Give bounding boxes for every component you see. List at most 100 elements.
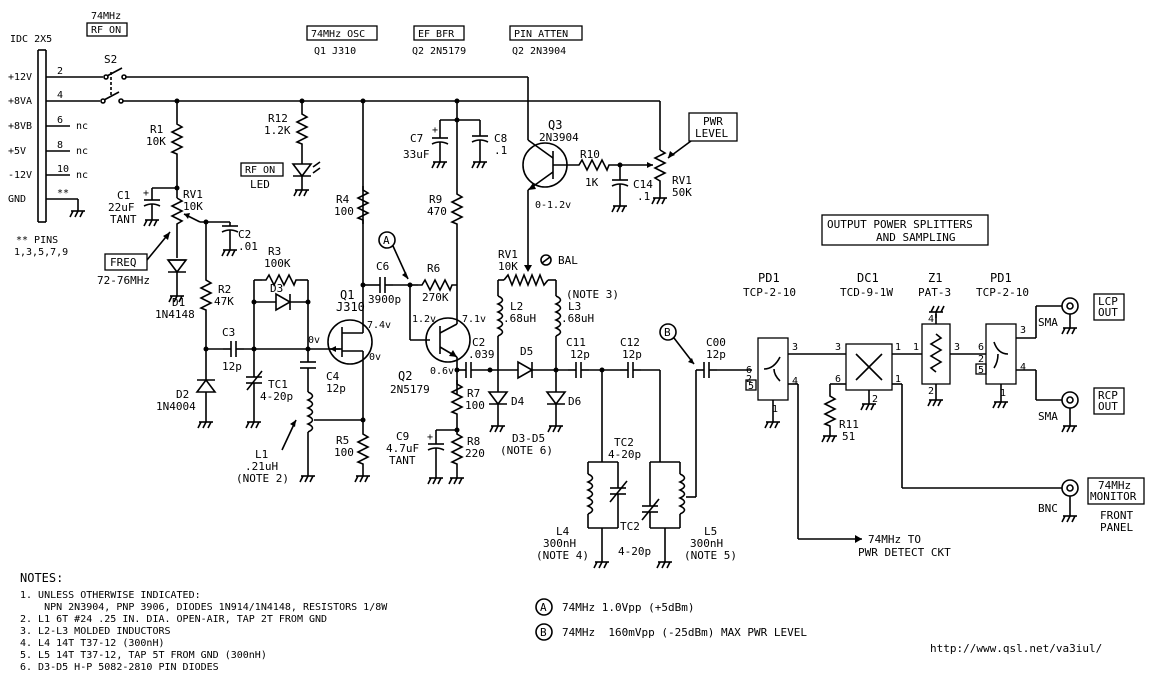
notes-title: NOTES:	[20, 571, 63, 585]
svg-text:1: 1	[895, 374, 901, 385]
rv1-bal-label: RV1	[498, 248, 518, 261]
sma2-label: SMA	[1038, 410, 1058, 423]
r6-label: R6	[427, 262, 440, 275]
svg-text:3: 3	[792, 342, 798, 353]
q1-gate-volt: 0v	[308, 335, 320, 346]
pwr-level-1: PWR	[703, 115, 723, 128]
osc-box-label: 74MHz OSC	[311, 29, 365, 40]
q3-emitter-volt: 0-1.2v	[535, 200, 571, 211]
l2-label: L2	[510, 300, 523, 313]
c00-value: 12p	[706, 348, 726, 361]
d3d5-label: D3-D5	[512, 432, 545, 445]
lcp-sma-connector	[1061, 297, 1079, 315]
svg-text:5: 5	[748, 381, 754, 392]
rf-on-box	[86, 22, 128, 37]
note-line-7: 6. D3-D5 H-P 5082-2810 PIN DIODES	[20, 662, 219, 673]
c7-value: 33uF	[403, 148, 430, 161]
note-line-4: 3. L2-L3 MOLDED INDUCTORS	[20, 626, 171, 637]
pd1-value: TCP-2-10	[743, 286, 796, 299]
freq-range: 72-76MHz	[97, 274, 150, 287]
pwr-level-box	[688, 112, 738, 142]
svg-text:2: 2	[872, 394, 878, 405]
conn-pin-6: 6	[57, 115, 63, 126]
svg-text:2: 2	[746, 374, 752, 385]
rf-on-box-label: RF ON	[91, 25, 121, 36]
r1-value: 10K	[146, 135, 166, 148]
r8-label: R8	[467, 435, 480, 448]
q2-collector-volt: 7.1v	[462, 314, 486, 325]
tc2a-value: 4-20p	[608, 448, 641, 461]
c4-label: C4	[326, 370, 340, 383]
l1-value: .21uH	[245, 460, 278, 473]
c3-label: C3	[222, 326, 235, 339]
marker-a-label: A	[383, 234, 390, 247]
c11-label: C11	[566, 336, 586, 349]
switch-freq-label: 74MHz	[91, 11, 121, 22]
bal-adjust-icon	[540, 254, 552, 266]
c2b-value: .039	[468, 348, 495, 361]
r10-value: 1K	[585, 176, 599, 189]
svg-text:4: 4	[928, 314, 934, 325]
c6-value: 3900p	[368, 293, 401, 306]
d1-value: 1N4148	[155, 308, 195, 321]
atten-box	[509, 25, 583, 41]
d1-label: D1	[172, 296, 185, 309]
note-line-2: NPN 2N3904, PNP 3906, DIODES 1N914/1N414…	[20, 602, 388, 613]
conn-row-12v: +12V	[8, 72, 32, 83]
c1-type: TANT	[110, 213, 137, 226]
rv1-pwr-pot	[653, 149, 667, 192]
led-label: LED	[250, 178, 270, 191]
c11-value: 12p	[570, 348, 590, 361]
c3-value: 12p	[222, 360, 242, 373]
d2-value: 1N4004	[156, 400, 196, 413]
c2a-value: .01	[238, 240, 258, 253]
q1-transistor	[327, 319, 373, 365]
r5-label: R5	[336, 434, 349, 447]
c12-value: 12p	[622, 348, 642, 361]
splitters-box	[821, 214, 989, 246]
r1-label: R1	[150, 123, 163, 136]
conn-nc-10: nc	[76, 170, 88, 181]
bal-label: BAL	[558, 254, 578, 267]
d2-label: D2	[176, 388, 189, 401]
freq-label: FREQ	[110, 256, 137, 269]
level-a-marker	[535, 598, 553, 616]
r12-value: 1.2K	[264, 124, 291, 137]
note3-label: (NOTE 3)	[566, 288, 619, 301]
conn-row-8vb: +8VB	[8, 121, 32, 132]
r10-label: R10	[580, 148, 600, 161]
c6-label: C6	[376, 260, 389, 273]
level-b-text: 74MHz 160mVpp (-25dBm) MAX PWR LEVEL	[562, 626, 807, 639]
c2a-label: C2	[238, 228, 251, 241]
pd1-label: PD1	[758, 271, 780, 285]
q2-value: 2N5179	[390, 383, 430, 396]
note-line-6: 5. L5 14T T37-12, TAP 5T FROM GND (300nH…	[20, 650, 267, 661]
c14-label: C14	[633, 178, 653, 191]
level-a-mark: A	[540, 601, 547, 614]
l3-label: L3	[568, 300, 581, 313]
s2-label: S2	[104, 53, 117, 66]
svg-text:5: 5	[978, 365, 984, 376]
tc1-value: 4-20p	[260, 390, 293, 403]
c1-value: 22uF	[108, 201, 135, 214]
marker-b	[659, 323, 677, 341]
atten-sub-label: Q2 2N3904	[512, 46, 566, 57]
svg-text:+: +	[427, 432, 433, 443]
rcp-out-2: OUT	[1098, 400, 1118, 413]
z1-value: PAT-3	[918, 286, 951, 299]
r7-label: R7	[467, 387, 480, 400]
c2b-label: C2	[472, 336, 485, 349]
r6-value: 270K	[422, 291, 449, 304]
c9-label: C9	[396, 430, 409, 443]
z1-label: Z1	[928, 271, 942, 285]
pd1b-splitter	[985, 323, 1017, 385]
c7-label: C7	[410, 132, 423, 145]
l4-note: (NOTE 4)	[536, 549, 589, 562]
front-panel-2: PANEL	[1100, 521, 1133, 534]
r9-label: R9	[429, 193, 442, 206]
source-url[interactable]: http://www.qsl.net/va3iul/	[930, 642, 1102, 655]
svg-text:+: +	[143, 188, 149, 199]
svg-text:+: +	[432, 125, 438, 136]
q3-label: Q3	[548, 118, 562, 132]
